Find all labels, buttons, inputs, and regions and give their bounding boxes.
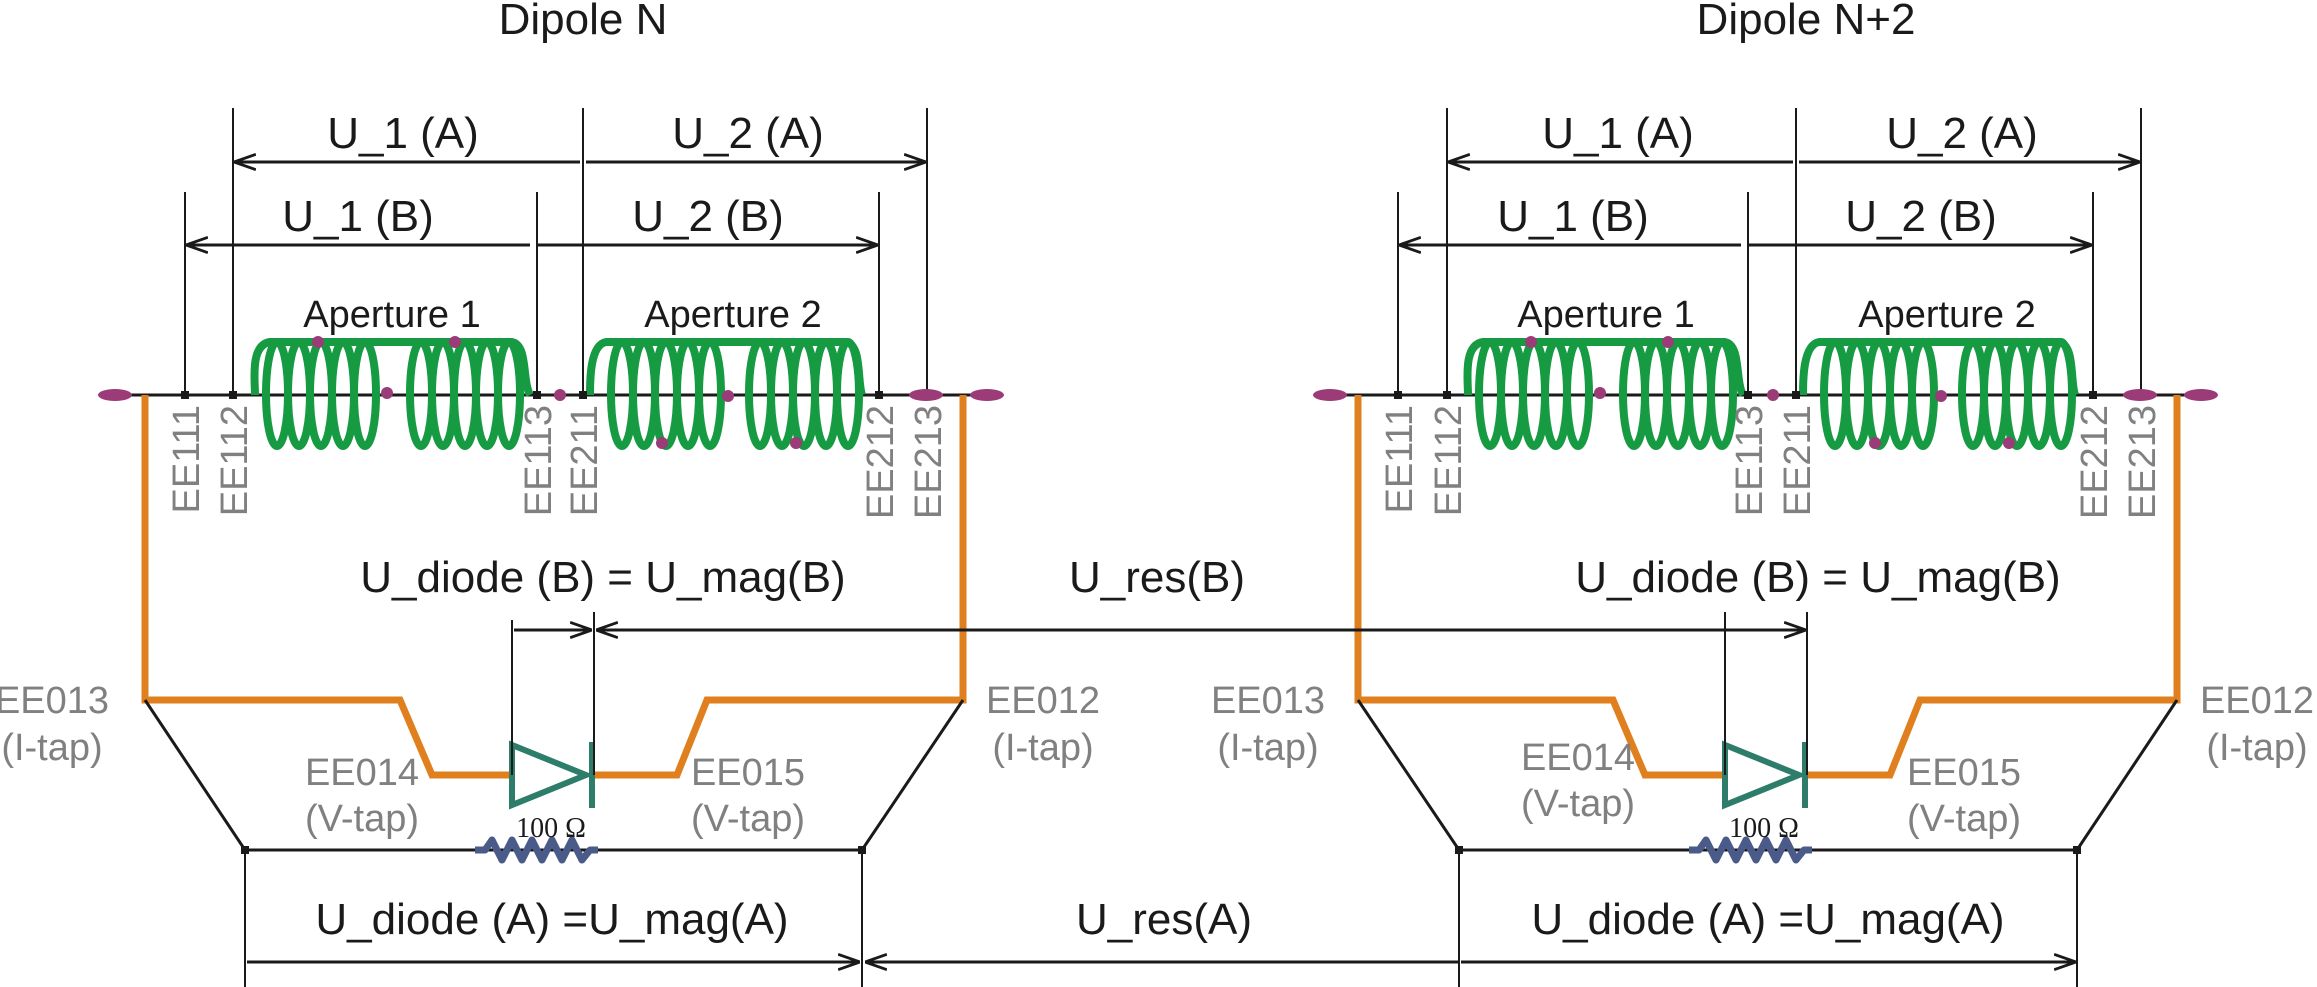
tap-label-ee112: EE112 — [214, 405, 256, 516]
label-aperture-2: Aperture 2 — [644, 294, 821, 336]
label-resistor: 100 Ω — [1729, 813, 1799, 844]
tap-label-ee113: EE113 — [1729, 405, 1771, 516]
label-ee013: EE013 — [0, 680, 109, 722]
label-ee013-sub: (I-tap) — [1, 727, 102, 769]
tap-label-ee212: EE212 — [2074, 405, 2116, 519]
label-u-diode-a: U_diode (A) =U_mag(A) — [315, 895, 788, 944]
dipole-title: Dipole N — [499, 0, 668, 44]
dipole-n-plus-2: Dipole N+2 U_1 (A) U_2 (A) U_1 (B) U_2 (… — [1211, 0, 2314, 987]
busbar-left — [1354, 395, 1725, 779]
tap-label-ee112: EE112 — [1428, 405, 1470, 516]
label-ee014-sub: (V-tap) — [305, 798, 419, 840]
label-u-res-b: U_res(B) — [1069, 553, 1245, 602]
label-ee014: EE014 — [305, 752, 419, 794]
tap-label-ee213: EE213 — [908, 405, 950, 519]
label-ee015: EE015 — [1907, 752, 2021, 794]
aperture-1-coil-outline — [250, 338, 534, 397]
busbar-right — [592, 395, 967, 779]
label-u1b: U_1 (B) — [282, 192, 434, 241]
busbar-left — [141, 395, 512, 779]
busbar-right — [1805, 395, 2181, 779]
label-ee015-sub: (V-tap) — [691, 798, 805, 840]
diode — [1722, 740, 1808, 810]
label-ee013: EE013 — [1211, 680, 1325, 722]
label-ee012-sub: (I-tap) — [2206, 727, 2307, 769]
aperture-2-coil-turns — [1820, 338, 2076, 450]
label-ee012: EE012 — [2200, 680, 2314, 722]
label-u1a: U_1 (A) — [327, 109, 479, 158]
tap-markers — [1394, 391, 2097, 399]
splice-dots — [98, 336, 1004, 449]
label-u2b: U_2 (B) — [1845, 192, 1997, 241]
label-u-diode-b: U_diode (B) = U_mag(B) — [1575, 553, 2060, 602]
label-u2a: U_2 (A) — [1886, 109, 2038, 158]
label-ee015-sub: (V-tap) — [1907, 798, 2021, 840]
label-ee014: EE014 — [1521, 737, 1635, 779]
tap-label-ee111: EE111 — [166, 405, 208, 513]
dipole-n: Dipole N U_1 (A) U_2 (A) U_1 (B) U_2 (B)… — [0, 0, 1100, 987]
label-u1b: U_1 (B) — [1497, 192, 1649, 241]
label-ee015: EE015 — [691, 752, 805, 794]
label-ee012-sub: (I-tap) — [992, 727, 1093, 769]
label-resistor: 100 Ω — [516, 813, 586, 844]
label-ee014-sub: (V-tap) — [1521, 783, 1635, 825]
resistor-100-ohm — [475, 836, 598, 864]
label-u2b: U_2 (B) — [632, 192, 784, 241]
aperture-1-coil-turns — [1475, 338, 1737, 450]
tap-markers — [181, 391, 883, 399]
label-u1a: U_1 (A) — [1542, 109, 1694, 158]
tap-label-ee113: EE113 — [518, 405, 560, 516]
label-u2a: U_2 (A) — [672, 109, 824, 158]
label-aperture-1: Aperture 1 — [1517, 294, 1694, 336]
label-aperture-2: Aperture 2 — [1858, 294, 2035, 336]
label-u-diode-a: U_diode (A) =U_mag(A) — [1531, 895, 2004, 944]
tap-label-ee111: EE111 — [1379, 405, 1421, 513]
aperture-1-coil-outline — [1463, 338, 1747, 397]
label-ee012: EE012 — [986, 680, 1100, 722]
diode — [509, 740, 595, 810]
label-u-diode-b: U_diode (B) = U_mag(B) — [360, 553, 845, 602]
label-u-res-a: U_res(A) — [1076, 895, 1252, 944]
splice-dots — [1313, 336, 2218, 449]
tap-label-ee211: EE211 — [1777, 405, 1819, 516]
label-aperture-1: Aperture 1 — [303, 294, 480, 336]
tap-label-ee213: EE213 — [2122, 405, 2164, 519]
tap-label-ee211: EE211 — [564, 405, 606, 516]
label-ee013-sub: (I-tap) — [1217, 727, 1318, 769]
resistor-100-ohm — [1689, 836, 1812, 864]
dipole-title: Dipole N+2 — [1697, 0, 1916, 44]
tap-label-ee212: EE212 — [860, 405, 902, 519]
